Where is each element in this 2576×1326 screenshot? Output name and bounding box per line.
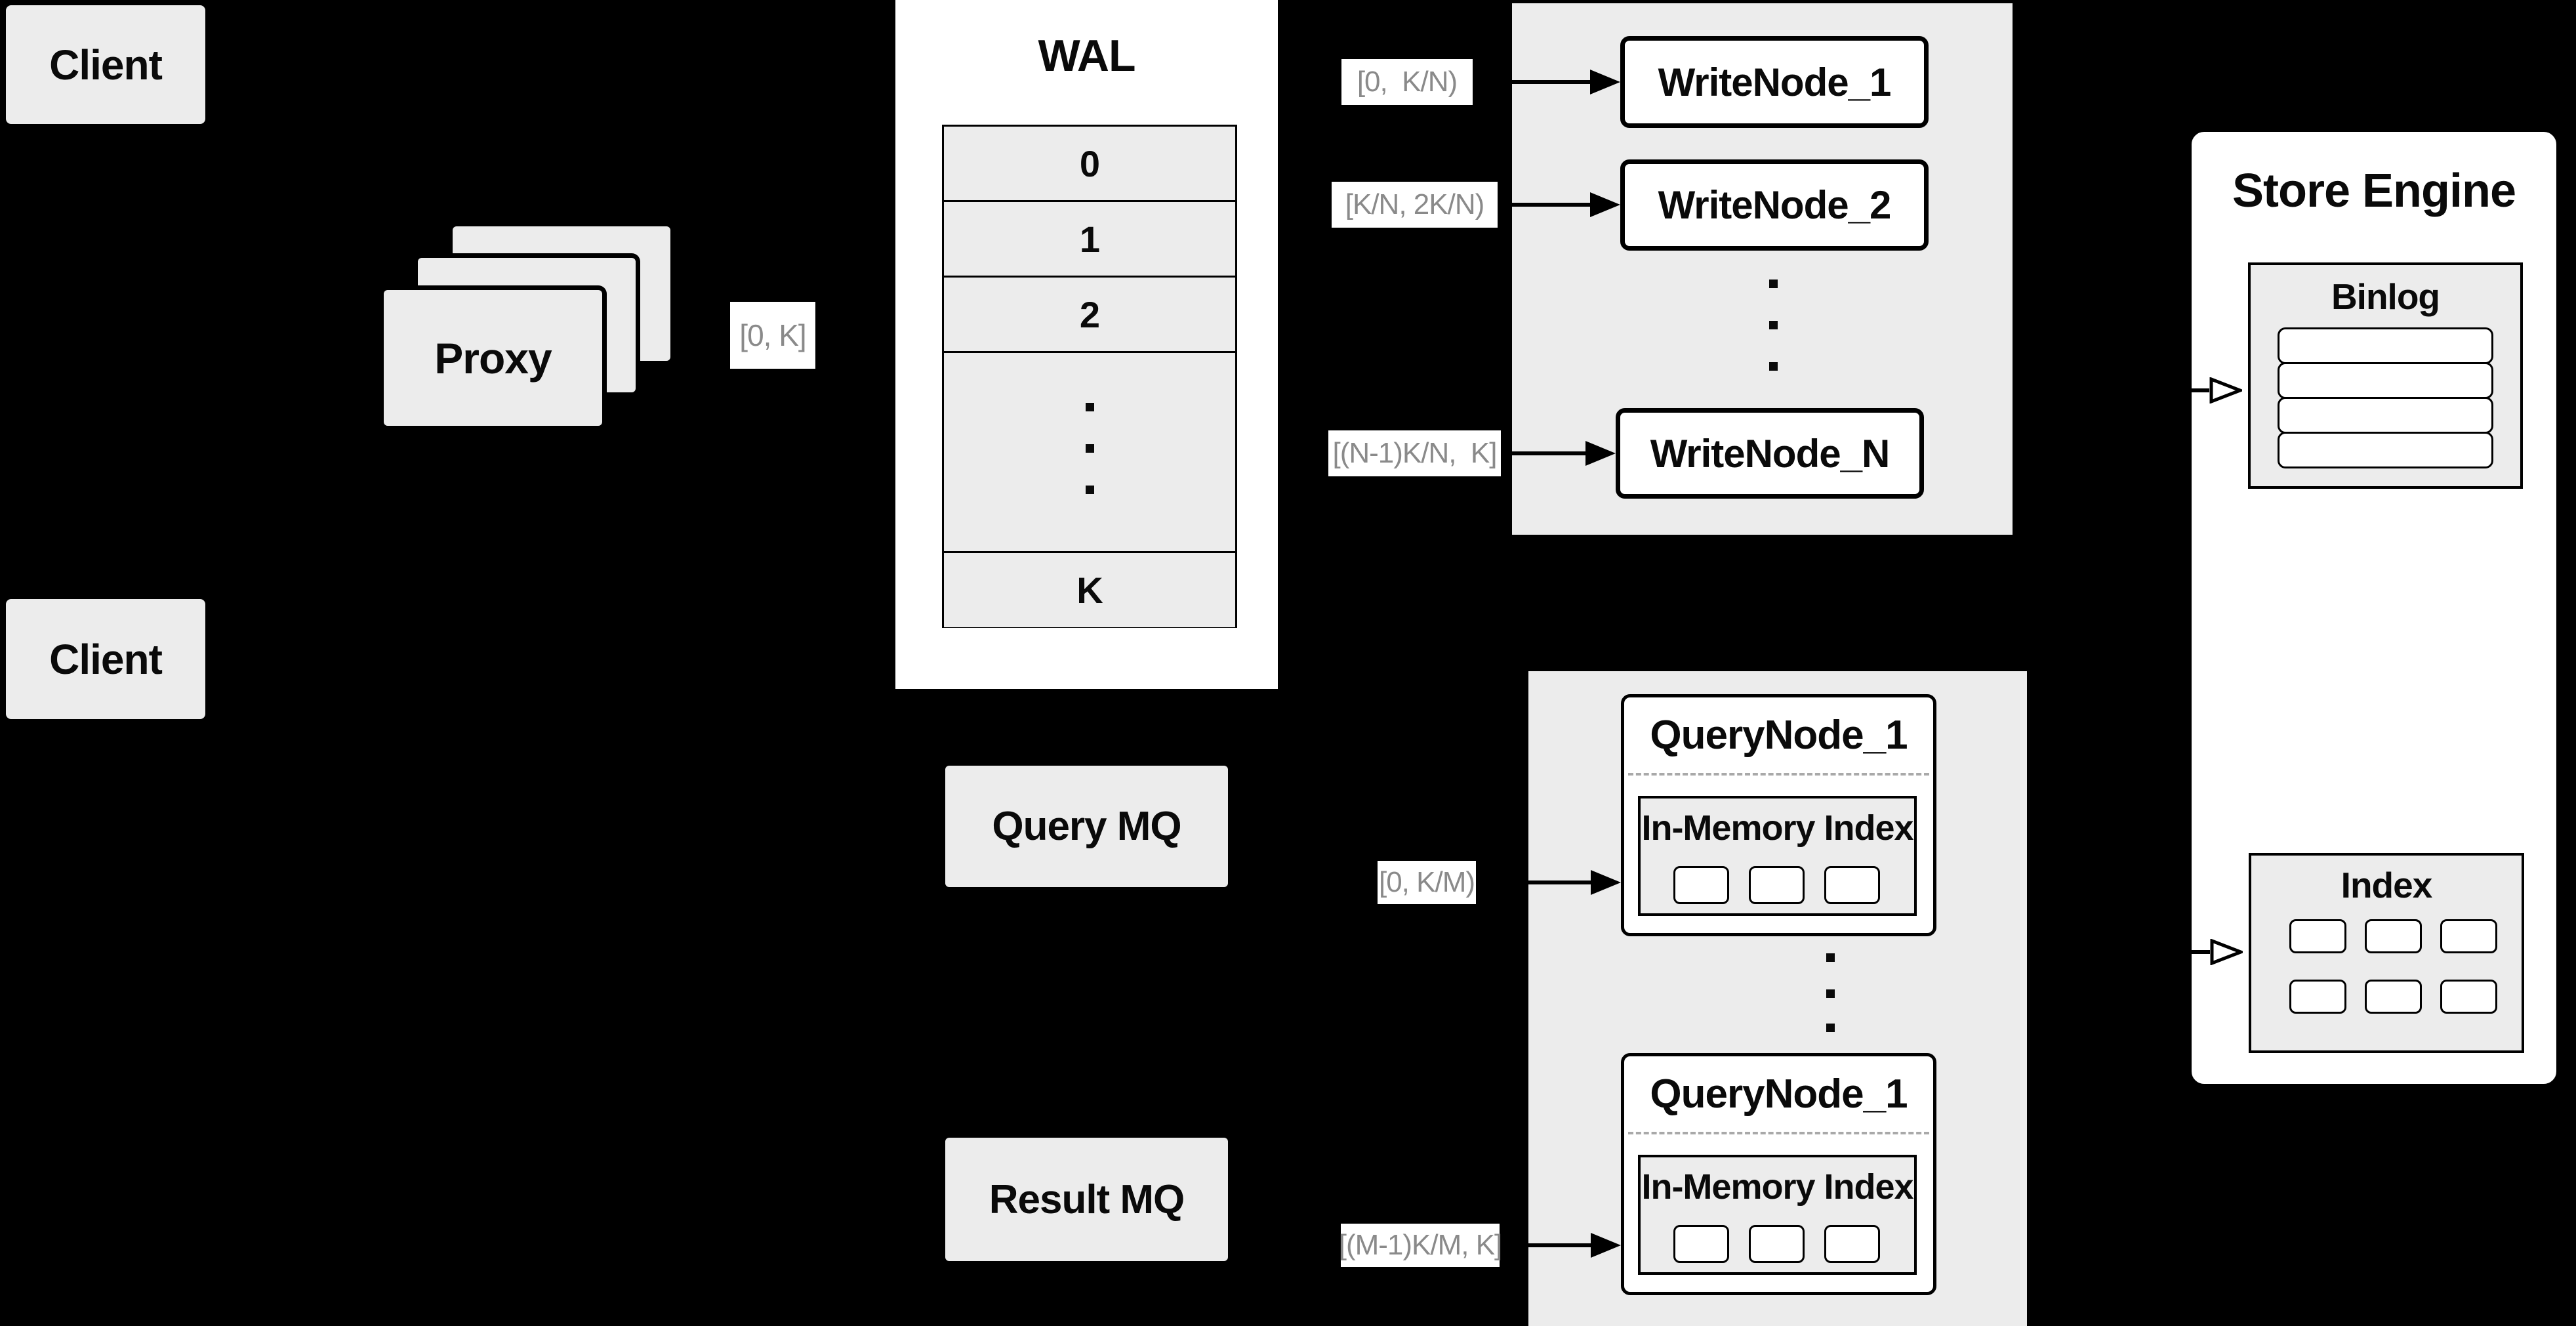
- hollow-arrowhead-binlog: [2209, 377, 2242, 404]
- wal-row-2: 2: [944, 278, 1235, 353]
- binlog-row: [2278, 327, 2493, 364]
- query-node-top-divider: [1628, 773, 1929, 776]
- arrowhead-write-node-n: [1585, 441, 1616, 466]
- arrowhead-write-node-2: [1590, 192, 1620, 217]
- wal-title: WAL: [1038, 31, 1135, 81]
- range-label-query-last: [(M-1)K/M, K]: [1339, 1224, 1502, 1267]
- query-node-ellipsis-dot: [1826, 1024, 1835, 1032]
- write-node-ellipsis-dot: [1769, 280, 1778, 288]
- query-node-top-title-wrap: QueryNode_1: [1624, 697, 1933, 773]
- query-mq-box: Query MQ: [945, 766, 1228, 887]
- wal-ellipsis-dot: [1086, 486, 1094, 494]
- in-memory-index-bottom-title-wrap: In-Memory Index: [1641, 1157, 1914, 1216]
- query-node-top-box: QueryNode_1 In-Memory Index: [1621, 694, 1936, 936]
- range-label-write-2: [K/N, 2K/N): [1332, 182, 1498, 228]
- range-label-write-n: [(N-1)K/N, K]: [1328, 430, 1501, 476]
- write-node-ellipsis-dot: [1769, 321, 1778, 329]
- write-node-2-label: WriteNode_2: [1658, 183, 1892, 227]
- index-chip: [2365, 919, 2422, 953]
- result-mq-label: Result MQ: [989, 1176, 1185, 1222]
- binlog-row: [2278, 432, 2493, 468]
- in-memory-index-bottom-box: In-Memory Index: [1638, 1155, 1917, 1275]
- index-chip: [2440, 919, 2497, 953]
- write-node-1-label: WriteNode_1: [1658, 60, 1892, 104]
- index-title: Index: [2341, 865, 2433, 905]
- index-chip: [2289, 919, 2346, 953]
- wal-panel: WAL 0 1 2 K: [895, 0, 1278, 689]
- hollow-arrowhead-index: [2210, 939, 2243, 965]
- binlog-row: [2278, 397, 2493, 434]
- wal-ellipsis-dot: [1086, 444, 1094, 453]
- client-top-label: Client: [49, 41, 163, 89]
- query-mq-label: Query MQ: [992, 804, 1181, 849]
- store-engine-title: Store Engine: [2232, 165, 2516, 217]
- index-box: Index: [2249, 853, 2524, 1053]
- index-chip: [2365, 980, 2422, 1014]
- arrow-to-write-node-n: [1502, 451, 1585, 455]
- wal-ellipsis-dot: [1086, 403, 1094, 411]
- result-mq-box: Result MQ: [945, 1138, 1228, 1261]
- binlog-box: Binlog: [2248, 262, 2523, 489]
- write-node-n-label: WriteNode_N: [1650, 431, 1891, 476]
- arrowhead-query-node-top: [1591, 870, 1621, 895]
- store-engine-panel: Store Engine Binlog Index: [2190, 130, 2558, 1086]
- client-box-bottom: Client: [6, 599, 205, 719]
- arrow-to-binlog: [2020, 388, 2209, 392]
- proxy-label: Proxy: [434, 333, 552, 383]
- query-node-bottom-title: QueryNode_1: [1650, 1071, 1908, 1117]
- arrow-to-query-node-bottom: [1501, 1243, 1591, 1247]
- range-label-query-first: [0, K/M): [1378, 861, 1476, 904]
- query-node-bottom-divider: [1628, 1132, 1929, 1134]
- index-chip: [2289, 980, 2346, 1014]
- write-node-1-box: WriteNode_1: [1620, 36, 1929, 128]
- arrow-to-write-node-1: [1475, 80, 1590, 84]
- wal-row-ellipsis: [944, 353, 1235, 553]
- wal-row-2-label: 2: [1079, 293, 1100, 335]
- arrow-to-query-node-top: [1477, 881, 1591, 884]
- proxy-box: Proxy: [384, 290, 602, 426]
- query-node-top-title: QueryNode_1: [1650, 713, 1908, 758]
- binlog-row: [2278, 362, 2493, 399]
- arrow-to-index: [2034, 950, 2210, 954]
- segment-chip: [1824, 1225, 1880, 1263]
- wal-row-1: 1: [944, 202, 1235, 278]
- segment-chip: [1824, 866, 1880, 904]
- segment-chip: [1673, 1225, 1729, 1263]
- in-memory-index-top-title-wrap: In-Memory Index: [1641, 798, 1914, 858]
- in-memory-index-bottom-title: In-Memory Index: [1641, 1167, 1913, 1207]
- wal-row-0-label: 0: [1079, 142, 1100, 184]
- arrowhead-query-node-bottom: [1591, 1233, 1621, 1258]
- in-memory-index-top-title: In-Memory Index: [1641, 808, 1913, 848]
- binlog-title-wrap: Binlog: [2251, 265, 2520, 327]
- write-node-n-box: WriteNode_N: [1616, 408, 1924, 499]
- query-node-ellipsis-dot: [1826, 953, 1835, 962]
- store-engine-title-wrap: Store Engine: [2192, 132, 2556, 250]
- query-node-bottom-title-wrap: QueryNode_1: [1624, 1056, 1933, 1132]
- query-node-bottom-box: QueryNode_1 In-Memory Index: [1621, 1053, 1936, 1295]
- binlog-title: Binlog: [2331, 276, 2440, 317]
- index-title-wrap: Index: [2251, 856, 2522, 915]
- segment-chip: [1749, 1225, 1805, 1263]
- range-label-proxy-out: [0, K]: [730, 302, 815, 369]
- client-box-top: Client: [6, 5, 205, 124]
- client-bottom-label: Client: [49, 635, 163, 683]
- wal-row-1-label: 1: [1079, 218, 1100, 260]
- wal-row-k-label: K: [1076, 570, 1103, 611]
- wal-row-k: K: [944, 553, 1235, 627]
- arrowhead-write-node-1: [1590, 70, 1620, 94]
- segment-chip: [1749, 866, 1805, 904]
- write-node-2-box: WriteNode_2: [1620, 159, 1929, 251]
- segment-chip: [1673, 866, 1729, 904]
- range-label-write-1: [0, K/N): [1341, 59, 1473, 105]
- write-node-ellipsis-dot: [1769, 362, 1778, 371]
- query-node-ellipsis-dot: [1826, 989, 1835, 998]
- in-memory-index-top-box: In-Memory Index: [1638, 796, 1917, 916]
- wal-row-0: 0: [944, 127, 1235, 202]
- wal-table: 0 1 2 K: [942, 125, 1237, 628]
- arrow-to-write-node-2: [1500, 203, 1590, 207]
- index-chip: [2440, 980, 2497, 1014]
